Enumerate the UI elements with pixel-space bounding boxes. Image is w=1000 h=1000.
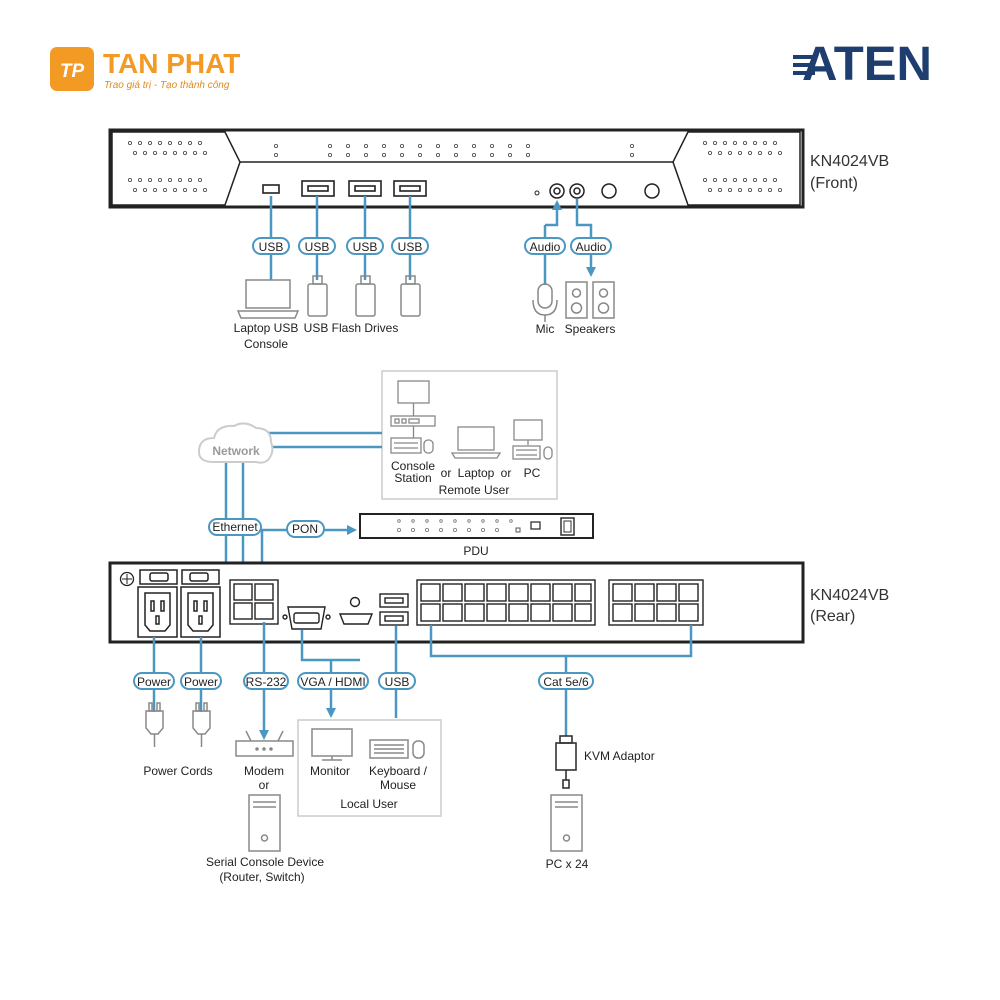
serial-console-label: Serial Console Device	[206, 855, 324, 869]
front-side-label: (Front)	[810, 175, 858, 192]
pdu-icon	[359, 513, 594, 539]
kvm-adaptor-icon	[555, 735, 577, 789]
remote-laptop-label: Laptop	[458, 466, 495, 480]
power-label-1: Power	[137, 675, 171, 689]
rear-lan-ports	[229, 579, 279, 625]
front-usb-label-2: USB	[305, 240, 330, 254]
keyboard-mouse-label-line2: Mouse	[380, 778, 416, 792]
front-button-2	[644, 183, 660, 199]
brand-name: TAN PHAT	[103, 48, 240, 79]
serial-device-pc-tower-icon	[248, 794, 281, 852]
monitor-icon	[311, 728, 353, 761]
power-plug-icon	[145, 702, 211, 747]
remote-user-label: Remote User	[439, 483, 510, 497]
power-cords-label: Power Cords	[143, 764, 212, 778]
pc-count-label: PC x 24	[546, 857, 589, 871]
rear-usb-label: USB	[385, 675, 410, 689]
laptop-console-label: Laptop USB	[234, 321, 299, 335]
remote-laptop-icon	[450, 426, 502, 459]
remote-pc-label: PC	[524, 466, 541, 480]
aten-wordmark: ATEN	[802, 38, 932, 91]
local-user-group: Monitor Keyboard / Mouse Local User	[297, 719, 442, 817]
front-port-labels: USB USB USB USB Audio Audio	[252, 237, 612, 255]
rear-port-labels: Power Power RS-232 VGA / HDMI USB Cat 5e…	[133, 672, 594, 690]
rear-hdmi-port	[338, 596, 374, 625]
kvm-adaptor-label: KVM Adaptor	[584, 749, 655, 763]
rear-kvm-port-block-8	[608, 579, 704, 626]
front-led	[534, 190, 540, 196]
front-button-1	[601, 183, 617, 199]
console-station-label-line2: Station	[394, 471, 431, 485]
modem-label: Modem	[244, 764, 284, 778]
monitor-label: Monitor	[310, 764, 350, 778]
pc-tower-icon	[550, 794, 583, 852]
flash-drives-label: USB Flash Drives	[304, 321, 399, 335]
mic-icon	[532, 283, 558, 322]
power-switches	[139, 569, 220, 585]
modem-icon	[235, 730, 294, 757]
power-label-2: Power	[184, 675, 218, 689]
front-mini-usb-port	[262, 184, 280, 194]
remote-or-2: or	[501, 466, 512, 480]
tanphat-logo: TP TAN PHAT Trao giá trị - Tạo thành côn…	[50, 47, 240, 91]
ethernet-label: Ethernet	[212, 520, 258, 534]
pon-label: PON	[292, 522, 318, 536]
laptop-icon	[236, 279, 300, 319]
cat-label: Cat 5e/6	[543, 675, 589, 689]
console-station-label: Console	[391, 459, 435, 473]
modem-or-label: or	[259, 778, 270, 792]
usb-flash-drive-icon	[307, 275, 421, 317]
rear-device-labels: Power Cords Modem or Serial Console Devi…	[143, 764, 588, 884]
aten-logo: ATEN	[793, 38, 932, 91]
keyboard-mouse-label: Keyboard /	[369, 764, 428, 778]
rear-usb-ports	[379, 593, 409, 626]
laptop-console-label-line2: Console	[244, 337, 288, 351]
rear-vga-port	[282, 606, 331, 630]
rear-model-label: KN4024VB	[810, 587, 889, 604]
ground-screw-icon	[119, 571, 135, 587]
mic-label: Mic	[536, 322, 555, 336]
front-device-labels: Laptop USB Console USB Flash Drives Mic …	[234, 321, 616, 351]
rear-panel	[108, 561, 805, 644]
front-audio-in-label: Audio	[530, 240, 561, 254]
logo-mark: TP	[60, 61, 85, 82]
front-model-label: KN4024VB	[810, 153, 889, 170]
front-audio-out-label: Audio	[576, 240, 607, 254]
speakers-label: Speakers	[565, 322, 616, 336]
brand-tagline: Trao giá trị - Tạo thành công	[104, 80, 230, 91]
front-panel	[108, 128, 805, 209]
rear-side-label: (Rear)	[810, 608, 855, 625]
rear-kvm-port-block-16	[416, 579, 596, 626]
remote-or-1: or	[441, 466, 452, 480]
network-cloud-icon: Network	[197, 422, 274, 464]
front-audio-jacks	[549, 183, 585, 199]
keyboard-mouse-icon	[369, 739, 425, 759]
console-station-icon	[390, 380, 436, 454]
serial-console-label-line2: (Router, Switch)	[219, 870, 304, 884]
local-user-label: Local User	[340, 797, 397, 811]
speakers-icon	[565, 281, 615, 319]
network-label: Network	[212, 444, 260, 458]
remote-pc-icon	[512, 419, 553, 460]
front-usb-label-3: USB	[353, 240, 378, 254]
front-usb-label-1: USB	[259, 240, 284, 254]
remote-user-group: Console Station or Laptop or PC Remote U…	[381, 370, 558, 500]
front-usb-label-4: USB	[398, 240, 423, 254]
vga-hdmi-label: VGA / HDMI	[300, 675, 365, 689]
pdu-label: PDU	[463, 544, 488, 558]
rs232-label: RS-232	[246, 675, 287, 689]
